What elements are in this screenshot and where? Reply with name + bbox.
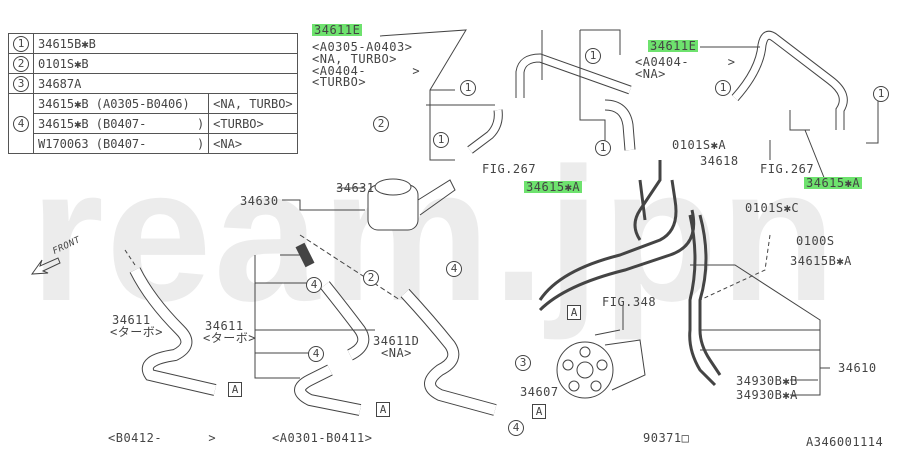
- callout-1[interactable]: 1: [460, 80, 476, 96]
- part-label-34631[interactable]: 34631: [336, 181, 375, 195]
- variant: <TURBO>: [312, 75, 367, 89]
- callout-number: 1: [13, 35, 29, 52]
- callout-1[interactable]: 1: [715, 80, 731, 96]
- legend-part: 34615✱B (A0305-B0406): [32, 93, 210, 114]
- legend-part: 0101S✱B: [33, 53, 298, 74]
- part-label-34611e-left[interactable]: 34611E: [312, 23, 363, 37]
- part-label-0101s-c[interactable]: 0101S✱C: [745, 201, 800, 215]
- ref-a-box[interactable]: A: [376, 402, 390, 417]
- part-label-34630[interactable]: 34630: [240, 194, 279, 208]
- callout-4[interactable]: 4: [508, 420, 524, 436]
- part-label-34611e-right[interactable]: 34611E: [648, 39, 699, 53]
- fig-ref-267[interactable]: FIG.267: [760, 162, 815, 176]
- legend-part: 34615✱B (B0407- ): [32, 113, 210, 134]
- callout-1[interactable]: 1: [585, 48, 601, 64]
- legend-part: 34687A: [33, 73, 298, 94]
- callout-number: 4: [13, 115, 29, 132]
- date-range: <B0412- >: [108, 431, 217, 445]
- part-label-34930b-a[interactable]: 34930B✱A: [736, 388, 798, 402]
- diagram-id: A346001114: [806, 435, 884, 449]
- fig-ref-267[interactable]: FIG.267: [482, 162, 537, 176]
- part-label-0101s-a[interactable]: 0101S✱A: [672, 138, 727, 152]
- legend-note: <NA, TURBO>: [208, 93, 298, 114]
- legend-note: <NA>: [208, 133, 298, 154]
- ref-a-box[interactable]: A: [532, 404, 546, 419]
- part-label-34615b-a[interactable]: 34615B✱A: [790, 254, 852, 268]
- legend-part: 34615B✱B: [33, 33, 298, 54]
- date-range: <A0301-B0411>: [272, 431, 373, 445]
- legend-part: W170063 (B0407- ): [32, 133, 210, 154]
- part-label-34615a-right[interactable]: 34615✱A: [804, 176, 863, 190]
- date-range: <A0404- >: [635, 55, 736, 69]
- legend-row: W170063 (B0407- )<NA>: [9, 133, 298, 154]
- callout-4[interactable]: 4: [308, 346, 324, 362]
- date-range: <A0404- >: [312, 64, 421, 78]
- part-label-34611d[interactable]: 34611D: [373, 334, 420, 348]
- variant: <ターボ>: [110, 325, 163, 339]
- variant: <NA, TURBO>: [312, 52, 397, 66]
- callout-2[interactable]: 2: [363, 270, 379, 286]
- legend-row: 34615✱B (B0407- )<TURBO>: [9, 113, 298, 134]
- part-label-34618[interactable]: 34618: [700, 154, 739, 168]
- power-steering-pump: [556, 341, 614, 399]
- part-label-34611-turbo[interactable]: 34611: [205, 319, 244, 333]
- callout-3[interactable]: 3: [515, 355, 531, 371]
- hose-34610: [538, 179, 696, 312]
- front-arrow: [30, 257, 61, 275]
- ref-a-box[interactable]: A: [567, 305, 581, 320]
- part-label-34610[interactable]: 34610: [838, 361, 877, 375]
- hose-34611e-left: [515, 53, 632, 98]
- callout-1[interactable]: 1: [873, 86, 889, 102]
- variant: <ターボ>: [203, 331, 256, 345]
- part-label-34611-turbo[interactable]: 34611: [112, 313, 151, 327]
- part-label-0100s[interactable]: 0100S: [796, 234, 835, 248]
- part-label-34930b-b[interactable]: 34930B✱B: [736, 374, 798, 388]
- part-label-34607[interactable]: 34607: [520, 385, 559, 399]
- variant: <NA>: [381, 346, 412, 360]
- fig-ref-348[interactable]: FIG.348: [602, 295, 657, 309]
- callout-4[interactable]: 4: [306, 277, 322, 293]
- date-range: <A0305-A0403>: [312, 40, 413, 54]
- callout-number: 2: [13, 55, 29, 72]
- callout-2[interactable]: 2: [373, 116, 389, 132]
- part-label-90371[interactable]: 90371□: [643, 431, 690, 445]
- legend-note: <TURBO>: [208, 113, 298, 134]
- part-label-34615a-left[interactable]: 34615✱A: [524, 180, 583, 194]
- variant: <NA>: [635, 67, 666, 81]
- callout-1[interactable]: 1: [433, 132, 449, 148]
- ref-a-box[interactable]: A: [228, 382, 242, 397]
- callout-number: 3: [13, 75, 29, 92]
- callout-1[interactable]: 1: [595, 140, 611, 156]
- callout-4[interactable]: 4: [446, 261, 462, 277]
